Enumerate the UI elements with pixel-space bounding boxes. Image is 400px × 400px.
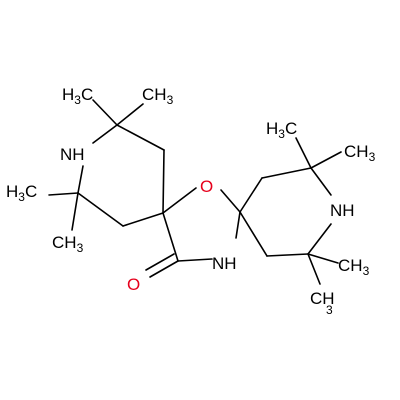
bond-skeleton (48, 99, 342, 285)
bond (116, 103, 144, 126)
bond (177, 258, 213, 262)
atom-label-nh-left: NH (60, 145, 85, 164)
bond (162, 187, 197, 214)
bond (261, 167, 312, 179)
methyl-label: H3C (62, 85, 93, 107)
bond (71, 192, 79, 231)
bond (92, 124, 118, 144)
methyl-label: H3C (266, 119, 297, 141)
bond (239, 211, 268, 257)
bond (266, 253, 309, 257)
bond (145, 253, 175, 271)
bond (235, 211, 241, 239)
bond (92, 99, 118, 126)
methyl-label: CH3 (344, 142, 376, 164)
methyl-label: CH3 (142, 85, 174, 107)
bond (77, 165, 84, 194)
methyl-labels: H3C CH3 H3C CH3 H3C CH3 CH3 CH 3 (6, 85, 376, 317)
bond (307, 253, 321, 285)
bond (307, 223, 332, 255)
methyl-label: CH (310, 289, 335, 308)
bond (220, 189, 241, 213)
bond (162, 149, 165, 214)
atom-label-ring-oxygen: O (200, 177, 213, 196)
bond (295, 137, 312, 169)
bond (48, 192, 79, 196)
bond (149, 260, 179, 278)
atom-label-nh-right: NH (330, 201, 355, 220)
bond (307, 253, 339, 264)
methyl-label: CH3 (338, 256, 370, 278)
bond (310, 151, 342, 169)
bond (122, 212, 164, 227)
bond (77, 192, 124, 227)
atom-labels: NH O NH O NH (60, 145, 355, 294)
bond (116, 124, 165, 151)
atom-label-nh-lactam: NH (212, 254, 237, 273)
methyl-label: H3C (6, 182, 37, 204)
methyl-label: CH3 (52, 233, 84, 255)
bond (162, 212, 179, 262)
bond (239, 177, 263, 213)
methyl-subscript: 3 (326, 303, 333, 317)
atom-label-carbonyl-oxygen: O (127, 275, 140, 294)
bond (310, 167, 332, 196)
